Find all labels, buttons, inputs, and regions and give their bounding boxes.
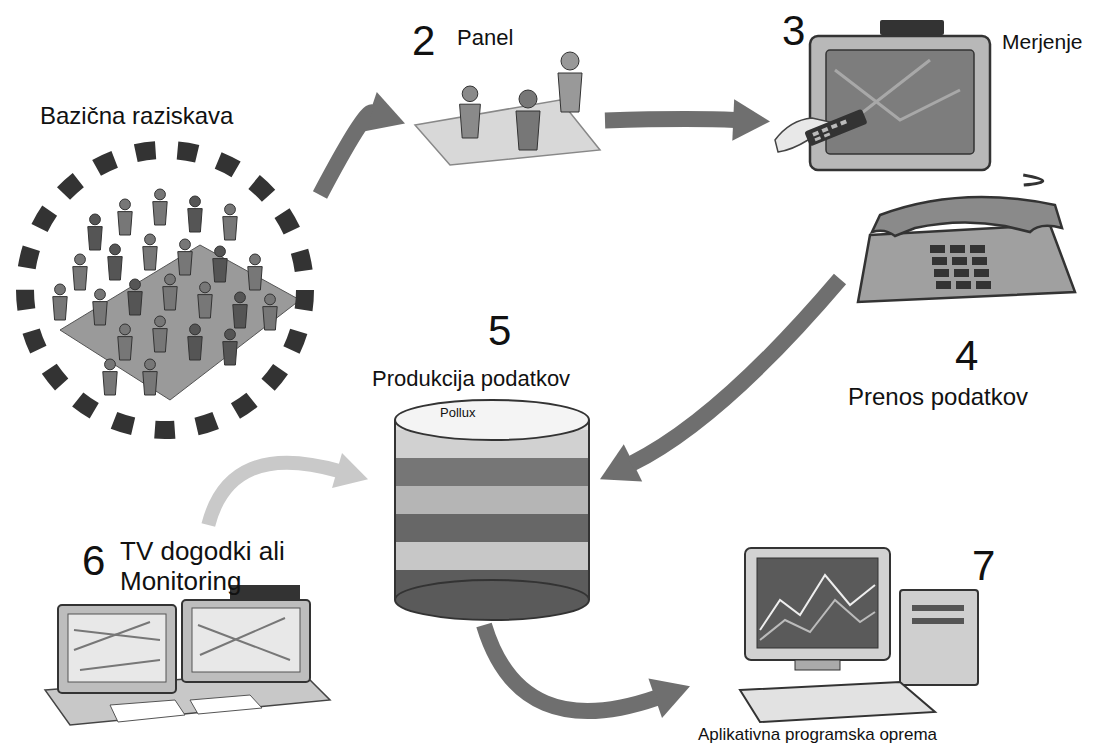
tv-set [810,36,990,170]
node-title: Panel [457,25,513,50]
node-title: TV dogodki ali Monitoring [120,537,342,597]
flow-arrow [208,453,368,525]
callout-number: 4 [955,335,978,377]
node-title: Bazična raziskava [40,102,233,130]
crowd-figures [53,189,277,395]
node-title: Produkcija podatkov [372,366,570,391]
flow-arrow [605,99,770,141]
data-production: Produkcija podatkovPollux [368,360,600,625]
node-title: Prenos podatkov [848,383,1028,411]
connector-line [208,463,339,525]
callout-number: 2 [412,20,435,62]
dashed-circle [25,150,305,430]
transfer-phone: Prenos podatkov [840,185,1085,420]
remote-control [804,109,867,147]
arrowhead [732,99,770,141]
phone-handset [872,197,1062,236]
inner-label: Pollux [440,406,475,421]
phone-body [858,225,1075,302]
connector-line [1023,175,1043,185]
set-top-box [880,20,944,35]
callout-number: 5 [488,310,511,352]
tv-screen [826,50,974,154]
callout-number: 3 [782,10,805,52]
flow-arrow [1023,175,1043,185]
monitoring-station [45,585,330,725]
node-title: Merjenje [1002,30,1083,54]
panel-figures [460,52,582,150]
computer [740,548,978,722]
node-title: Aplikativna programska oprema [698,725,937,745]
measurement-tv: Merjenje [770,8,1087,175]
connector-line [605,119,735,120]
connector-line [484,625,657,711]
connector-line [320,112,372,195]
flow-arrow [600,279,840,482]
flow-arrow [484,625,690,718]
flow-arrow [320,92,405,195]
phone-keypad [930,245,991,289]
application-computer: Aplikativna programska oprema [690,535,1000,751]
connector-line [631,279,840,464]
callout-number: 6 [82,540,105,582]
data-cylinder [395,400,590,620]
callout-number: 7 [972,545,995,587]
research-circle: Bazična raziskava [20,90,320,440]
